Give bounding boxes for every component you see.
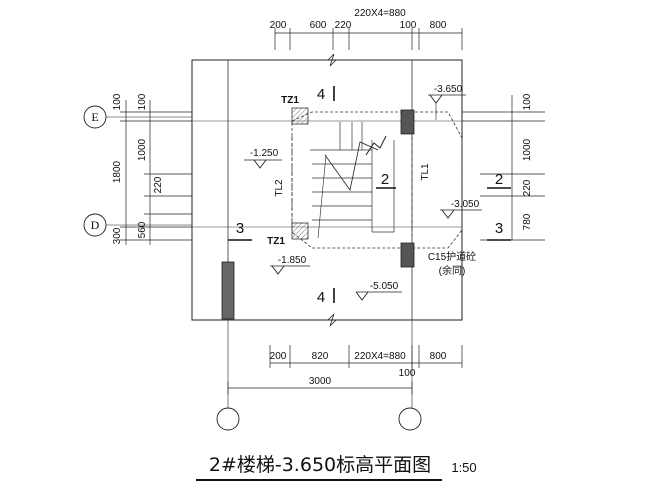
column-black-bottom xyxy=(400,242,415,268)
dim-total-3000: 3000 xyxy=(309,376,332,387)
room-outline xyxy=(191,59,463,321)
dim-ticks-bottom xyxy=(269,345,463,368)
column-black-left xyxy=(221,261,235,320)
dim-bottom-200: 200 xyxy=(270,351,287,362)
dim-ticks-top xyxy=(274,28,463,50)
break-mark-bottom xyxy=(327,313,337,327)
axis-label-e: E xyxy=(91,110,98,124)
dim-left-560: 560 xyxy=(137,221,148,238)
dim-top-600: 600 xyxy=(310,20,327,31)
dim-left-100b: 100 xyxy=(137,93,148,110)
dim-top-220: 220 xyxy=(335,20,352,31)
grid-bubble-left xyxy=(216,407,240,431)
dim-left-1800: 1800 xyxy=(112,160,123,183)
column-black-top xyxy=(400,109,415,135)
label-tz1-bottom: TZ1 xyxy=(267,236,285,247)
elev-3650: -3.650 xyxy=(434,84,463,95)
elev-1250: -1.250 xyxy=(250,148,279,159)
axis-label-d: D xyxy=(91,218,100,232)
drawing-title: 2#楼梯-3.650标高平面图 xyxy=(209,454,431,476)
section-2-right: 2 xyxy=(495,171,503,188)
stair-slab-outline xyxy=(291,111,463,249)
elev-1850: -1.850 xyxy=(278,255,307,266)
dim-bottom-100: 100 xyxy=(399,368,416,379)
dim-bottom-800: 800 xyxy=(430,351,447,362)
dim-bottom-treads: 220X4=880 xyxy=(354,351,406,362)
section-3-left: 3 xyxy=(236,220,244,237)
label-tl1: TL1 xyxy=(420,163,431,181)
break-mark-top xyxy=(327,53,337,67)
dim-right-780: 780 xyxy=(522,213,533,230)
section-3-right: 3 xyxy=(495,220,503,237)
elevation-marker-5050: -5.050 xyxy=(355,281,402,301)
elevation-marker-1250: -1.250 xyxy=(244,148,282,169)
elevation-marker-3050: -3.050 xyxy=(440,199,482,219)
section-4-bottom: 4 xyxy=(317,289,325,306)
label-c15: C15护道砼 xyxy=(428,250,476,263)
dim-left-1000: 1000 xyxy=(137,138,148,161)
elevation-marker-3650: -3.650 xyxy=(428,84,466,120)
stair-treads xyxy=(310,122,395,233)
dim-right-1000: 1000 xyxy=(522,138,533,161)
elev-5050: -5.050 xyxy=(370,281,399,292)
dim-left-300: 300 xyxy=(112,227,123,244)
walk-line xyxy=(324,141,379,191)
column-tz1-top xyxy=(291,107,309,125)
dim-top-treads: 220X4=880 xyxy=(354,8,406,19)
label-tz1-top: TZ1 xyxy=(281,95,299,106)
elev-3050: -3.050 xyxy=(451,199,480,210)
dim-top-100: 100 xyxy=(400,20,417,31)
grid-bubble-right xyxy=(398,407,422,431)
dim-top-800: 800 xyxy=(430,20,447,31)
dim-right-220: 220 xyxy=(522,179,533,196)
dim-ticks-left xyxy=(120,111,192,241)
label-tl2: TL2 xyxy=(274,179,285,197)
dim-left-100a: 100 xyxy=(112,93,123,110)
elevation-marker-1850: -1.850 xyxy=(270,255,310,275)
column-tz1-bottom xyxy=(291,222,309,240)
dim-bottom-820: 820 xyxy=(312,351,329,362)
dim-left-220: 220 xyxy=(153,176,164,193)
walk-line-lower xyxy=(317,154,327,239)
label-c15-sub: (余同) xyxy=(439,264,466,277)
cut-break-line xyxy=(365,135,387,156)
section-2-center: 2 xyxy=(381,171,389,188)
section-4-top: 4 xyxy=(317,86,325,103)
dim-top-200: 200 xyxy=(270,20,287,31)
drawing-scale: 1:50 xyxy=(451,460,476,475)
dim-right-100: 100 xyxy=(522,93,533,110)
